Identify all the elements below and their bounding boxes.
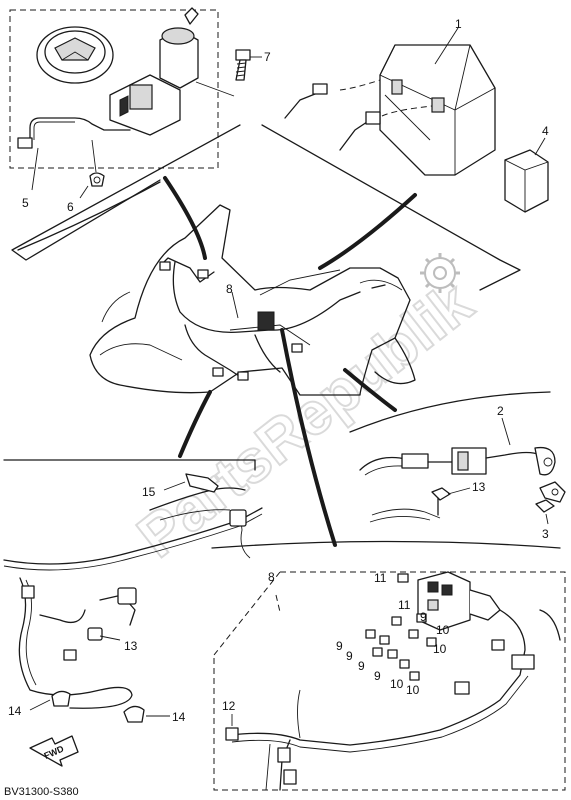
clamp-14-right [123,705,145,723]
main-switch-detail-group: 7 5 6 [9,7,271,214]
callout-15: 15 [142,485,156,499]
key-icon [184,7,199,25]
pointer-harness-right [280,328,337,547]
watermark: PartsRepublik [124,268,486,572]
bolt-13-upper [431,487,451,516]
scooter-silhouette [89,204,416,396]
callout-10-c: 10 [390,677,404,691]
ignition-cover-cap [36,26,114,84]
bolt-3 [535,499,555,513]
starter-relay [504,149,549,213]
harness-detail-group: 8 11 11 9 10 9 9 9 9 10 10 10 12 [213,570,566,791]
harness-routing-left [3,487,263,709]
fuse-caps [225,573,437,741]
zoom-frame-fuse [349,391,551,433]
zoom-frame-harness-left [3,459,256,471]
pointer-battery [318,193,417,270]
bolt-7 [235,49,251,81]
callout-10-b: 10 [433,642,447,656]
callout-9-e: 9 [374,669,381,683]
callout-7: 7 [264,50,271,64]
connector-cluster [277,639,535,785]
sensor-15 [185,473,219,493]
fuse-box-overview [257,311,275,331]
callout-12: 12 [222,699,236,713]
callout-9-d: 9 [358,659,365,673]
cable-clamp-6 [89,172,105,187]
clamp-14-left [51,690,71,707]
callout-5: 5 [22,196,29,210]
fwd-arrow-icon: FWD [29,735,79,767]
cap-12 [225,727,239,741]
battery-leads [284,79,433,151]
battery [379,44,496,176]
callout-6: 6 [67,200,74,214]
callout-3: 3 [542,527,549,541]
wire-harness-8 [229,609,526,746]
callout-13-upper: 13 [472,480,486,494]
callout-9-c: 9 [346,649,353,663]
ground-terminal [539,481,566,503]
drawing-code: BV31300-S380 [4,786,79,798]
pointer-fuse [343,368,397,412]
callout-10-d: 10 [406,683,420,697]
pointer-harness-left [178,390,212,458]
callout-9-a: 9 [420,610,427,624]
main-switch-detail-frame [9,9,219,169]
callout-11-upper: 11 [374,571,387,585]
callout-2: 2 [497,404,504,418]
callout-14-left: 14 [8,704,22,718]
callout-11-lower: 11 [398,598,411,612]
callout-10-a: 10 [436,623,450,637]
callout-9-b: 9 [336,639,343,653]
zoom-frame-battery [261,124,521,291]
main-switch-body [109,7,199,136]
seat-lock-cable [29,117,131,141]
gear-watermark-icon [420,253,460,293]
callout-1: 1 [455,17,462,31]
callout-8-detail: 8 [268,570,275,584]
fuse-box [417,571,501,631]
zoom-frame-harness-right [211,540,561,549]
callout-13-lower: 13 [124,639,138,653]
watermark-text: PartsRepublik [125,269,485,571]
main-wire-harness-overview [159,257,386,381]
callout-14-right: 14 [172,710,186,724]
fuse-holder-lead [359,446,556,476]
callout-8-top: 8 [226,282,233,296]
zoom-frame-main-switch [11,124,241,261]
callout-4: 4 [542,124,549,138]
harness-detail-frame [213,571,566,791]
pointer-main-switch [163,176,207,260]
